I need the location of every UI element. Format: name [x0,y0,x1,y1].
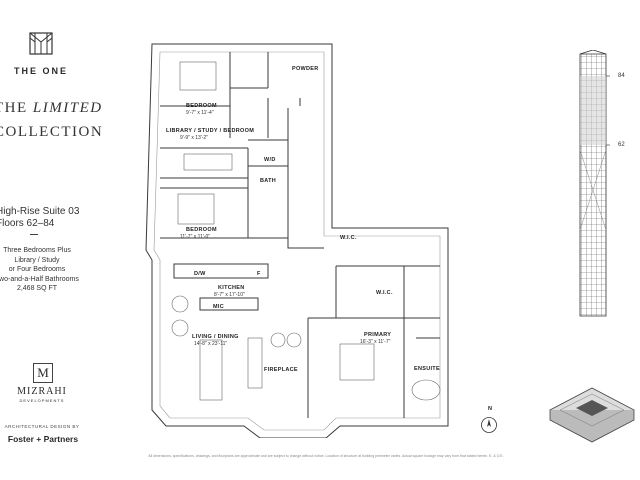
room-primary: PRIMARY [364,332,392,338]
disclaimer: All dimensions, specifications, drawings… [148,454,504,458]
suite-floors: Floors 62–84 [0,218,55,229]
collection-prefix: THE [0,100,28,116]
wall [247,139,289,239]
living-sofa [247,337,263,389]
tub [411,379,441,401]
tower-elevation-icon [579,50,610,317]
bed-1 [179,61,217,91]
room-wic-2: W.I.C. [376,290,393,296]
room-library: LIBRARY / STUDY / BEDROOM [166,128,255,134]
wall [160,187,248,239]
desc-line: or Four Bedrooms [8,266,66,273]
room-fireplace: FIREPLACE [264,367,298,373]
chair [270,332,286,348]
outer-wall [145,43,449,438]
label-mic: MIC [213,304,224,310]
inner-perimeter [153,51,441,431]
room-bath: BATH [260,178,277,184]
wall [173,263,269,311]
room-library-dims: 9'-9" x 13'-2" [180,135,208,141]
wall [307,317,405,418]
developer-sub: DEVELOPMENTS [19,398,65,403]
dining-table [199,339,223,401]
the-one-logo-icon [29,32,53,55]
suite-divider [30,234,38,235]
bed-primary [339,343,375,381]
floor-bottom-label: 62 [618,142,625,148]
room-wd: W/D [264,157,276,163]
chair [171,295,189,313]
floor-plan [145,43,449,438]
suite-title: High-Rise Suite 03 [0,206,80,217]
room-bedroom-1-dims: 9'-7" x 11'-4" [186,110,214,116]
wall [160,52,269,138]
room-living-dims: 14'-8" x 23'-11" [194,341,228,347]
room-living: LIVING / DINING [192,334,239,340]
wall [404,317,440,339]
wall [335,265,440,318]
floor-top-label: 84 [618,73,625,79]
mizrahi-logo-icon: M [33,363,53,383]
room-kitchen-dims: 8'-7" x 17'-10" [214,292,245,298]
bed-2 [177,193,215,225]
sofa-library [183,153,233,171]
room-primary-dims: 16'-3" x 11'-7" [360,339,391,345]
room-kitchen: KITCHEN [218,285,245,291]
chair [286,332,302,348]
room-powder: POWDER [292,66,319,72]
room-ensuite: ENSUITE [414,366,440,372]
suite-info: High-Rise Suite 03 Floors 62–84 [0,206,79,230]
compass-icon [481,417,497,433]
desc-line: Three Bedrooms Plus Library / Study [3,247,71,264]
brand-name: THE ONE [13,66,68,76]
room-bedroom-2-dims: 11'-7" x 11'-0" [180,234,211,240]
collection-title-line1: THE LIMITED [0,100,103,117]
furniture [171,61,441,401]
compass-label: N [488,406,493,412]
collection-title-line2: COLLECTION [0,124,104,140]
room-wic-1: W.I.C. [340,235,357,241]
room-bedroom-2: BEDROOM [186,227,217,233]
chair [171,319,189,337]
architect-name: Foster + Partners [7,434,79,444]
collection-italic: LIMITED [32,100,103,116]
suite-description: Three Bedrooms Plus Library / Study or F… [0,246,82,294]
label-fridge: F [257,271,261,277]
room-bedroom-1: BEDROOM [186,103,217,109]
desc-line: 2,468 SQ FT [16,285,58,292]
wall [160,147,249,188]
key-plan-icon [549,387,635,443]
developer-name: MIZRAHI [17,386,67,397]
desc-line: Two-and-a-Half Bathrooms [0,275,79,283]
label-dw: D/W [194,271,206,277]
wall [287,98,324,249]
architect-label: ARCHITECTURAL DESIGN BY [4,424,80,429]
